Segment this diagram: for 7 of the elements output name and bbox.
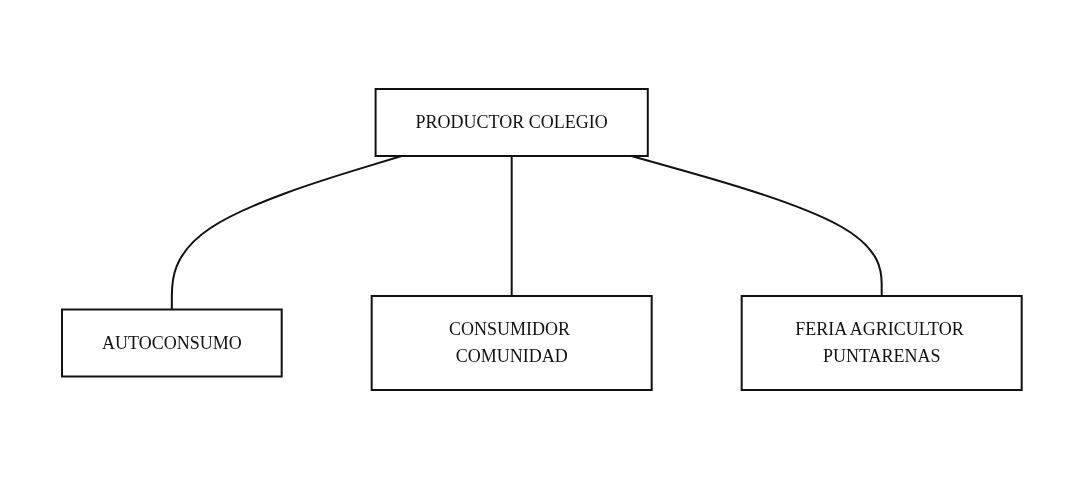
connector [171,154,403,310]
node-box: PRODUCTOR COLEGIO [374,87,649,157]
node-box: FERIA AGRICULTOR PUNTARENAS [740,294,1023,391]
connector [630,154,883,297]
node-box: CONSUMIDOR COMUNIDAD [370,294,653,391]
connector [510,154,513,297]
node-box: AUTOCONSUMO [61,308,283,377]
